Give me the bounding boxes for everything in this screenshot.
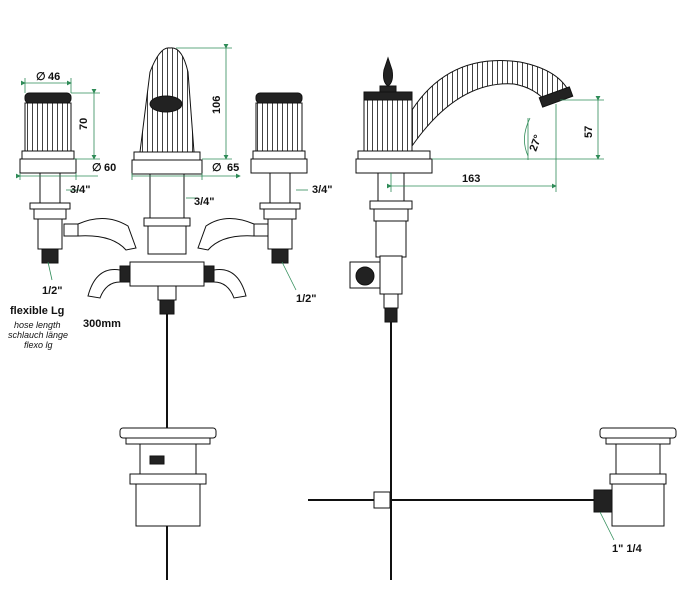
dim-symbol-60: ∅	[92, 162, 102, 174]
spout-tip	[538, 86, 574, 108]
dim-handle-diameter: 46	[48, 71, 60, 83]
thread-right-valve: 3/4"	[312, 184, 333, 196]
thread-drain: 1" 1/4	[612, 543, 643, 555]
dim-symbol-46: ∅	[36, 71, 46, 83]
mixing-tee	[129, 261, 205, 287]
left-outlet-fitting	[41, 248, 59, 264]
hose-caption-line-1: hose length	[14, 320, 61, 330]
left-valve	[19, 92, 137, 264]
side-view-faucet	[349, 56, 574, 580]
right-valve	[197, 92, 308, 264]
hose-caption-line-2: schlauch länge	[8, 330, 69, 340]
right-hose-elbow	[197, 218, 255, 251]
dim-handle-height: 70	[78, 118, 90, 130]
left-handle-body	[24, 102, 72, 152]
dim-base-right: 65	[227, 162, 239, 174]
hose-caption-title: flexible Lg	[10, 305, 65, 317]
left-hose-elbow	[77, 218, 137, 251]
dim-spout-angle: 27°	[528, 133, 545, 153]
dim-spout-reach: 163	[462, 173, 480, 185]
thread-spout: 3/4"	[194, 196, 215, 208]
side-drain	[308, 427, 677, 527]
dim-spout-height: 106	[211, 96, 223, 114]
thread-left-outlet: 1/2"	[42, 285, 63, 297]
center-spout	[87, 47, 247, 580]
right-outlet-fitting	[271, 248, 289, 264]
spout-stem	[149, 173, 185, 219]
dim-base-left: 60	[104, 162, 116, 174]
side-housing	[375, 220, 407, 258]
center-drain-tail	[135, 483, 201, 527]
spout-housing	[147, 225, 187, 255]
hose-caption-line-3: flexo lg	[24, 340, 53, 350]
thread-right-outlet: 1/2"	[296, 293, 317, 305]
dimension-lines	[16, 44, 615, 541]
left-valve-housing	[37, 218, 63, 250]
side-drain-body	[615, 443, 661, 475]
spout-outlet	[149, 95, 183, 113]
dim-outlet-height: 57	[583, 126, 595, 138]
right-supply-hose	[213, 269, 247, 299]
right-handle-body	[255, 102, 303, 152]
thread-left-valve: 3/4"	[70, 184, 91, 196]
center-drain	[119, 427, 217, 527]
dim-symbol-65: ∅	[212, 162, 222, 174]
left-supply-hose	[87, 269, 121, 299]
hose-length: 300mm	[83, 318, 121, 330]
side-drain-tail	[611, 483, 665, 527]
